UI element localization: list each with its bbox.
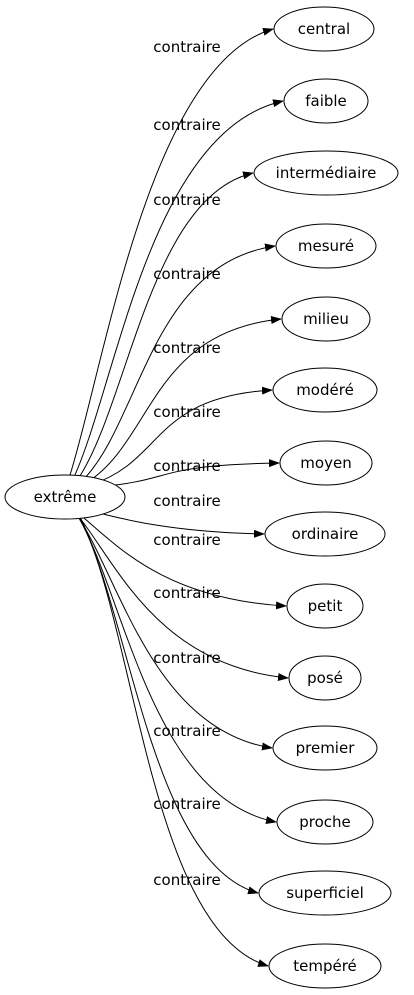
target-node-label: posé [307, 669, 343, 687]
edge-label-mesure: contraire [153, 265, 220, 283]
target-node-label: central [298, 20, 350, 38]
target-node-ellipse [279, 440, 373, 486]
target-node-ellipse [268, 943, 382, 989]
edge-moyen [93, 459, 280, 488]
edge-premier [73, 510, 273, 751]
target-node-label: mesuré [298, 237, 354, 255]
edge-superficiel [77, 514, 259, 895]
edge-label-petit: contraire [153, 531, 220, 549]
target-node-faible: faible [283, 78, 369, 124]
target-node-label: tempéré [293, 957, 357, 975]
target-node-label: petit [308, 597, 343, 615]
edge-label-ordinaire: contraire [153, 492, 220, 510]
target-node-ellipse [264, 511, 386, 557]
edge-label-modere: contraire [153, 403, 220, 421]
target-node-tempere: tempéré [268, 943, 382, 989]
source-node-ellipse [4, 474, 126, 520]
target-node-label: ordinaire [292, 525, 359, 543]
target-node-intermediaire: intermédiaire [253, 150, 399, 196]
edge-central [69, 27, 274, 476]
edge-label-faible: contraire [153, 116, 220, 134]
target-node-label: faible [305, 92, 347, 110]
target-node-superficiel: superficiel [258, 870, 392, 916]
target-node-ellipse [281, 296, 371, 342]
target-node-ellipse [286, 583, 364, 629]
target-node-petit: petit [286, 583, 364, 629]
edge-label-intermediaire: contraire [153, 191, 220, 209]
target-node-ellipse [258, 870, 392, 916]
edge-milieu [85, 316, 282, 484]
edge-proche [75, 512, 277, 824]
edge-tempere [79, 516, 269, 967]
target-node-ellipse [273, 6, 375, 52]
target-node-ellipse [275, 223, 377, 269]
target-node-ordinaire: ordinaire [264, 511, 386, 557]
target-node-premier: premier [272, 725, 378, 771]
source-node: extrême [4, 474, 126, 520]
target-node-label: proche [299, 813, 351, 831]
source-node-label: extrême [34, 488, 97, 506]
target-node-label: milieu [303, 310, 349, 328]
target-node-label: premier [296, 739, 356, 757]
target-node-mesure: mesuré [275, 223, 377, 269]
target-node-ellipse [276, 799, 374, 845]
edge-label-central: contraire [153, 38, 220, 56]
target-node-proche: proche [276, 799, 374, 845]
target-node-ellipse [253, 150, 399, 196]
edge-label-pose: contraire [153, 584, 220, 602]
target-node-label: modéré [296, 381, 354, 399]
edge-label-moyen: contraire [153, 457, 220, 475]
target-node-ellipse [283, 78, 369, 124]
edge-label-premier: contraire [153, 649, 220, 667]
edges: contraire contraire contraire contraire cont… [67, 27, 289, 967]
target-node-label: superficiel [286, 884, 364, 902]
edge-mesure [81, 243, 276, 482]
edge-label-proche: contraire [153, 722, 220, 740]
nodes: extrême central faible intermédiaire mesuré… [4, 6, 399, 989]
edge-intermediaire [77, 171, 254, 480]
edge-label-milieu: contraire [153, 339, 220, 357]
edge-label-superficiel: contraire [153, 795, 220, 813]
edge-faible [73, 99, 284, 478]
target-node-pose: posé [288, 655, 362, 701]
edge-pose [71, 508, 289, 681]
target-node-milieu: milieu [281, 296, 371, 342]
target-node-ellipse [272, 725, 378, 771]
target-node-modere: modéré [272, 367, 378, 413]
target-node-label: moyen [300, 454, 351, 472]
target-node-label: intermédiaire [276, 164, 377, 182]
target-node-ellipse [272, 367, 378, 413]
target-node-central: central [273, 6, 375, 52]
target-node-moyen: moyen [279, 440, 373, 486]
target-node-ellipse [288, 655, 362, 701]
edge-label-tempere: contraire [153, 871, 220, 889]
edge-modere [89, 386, 273, 486]
